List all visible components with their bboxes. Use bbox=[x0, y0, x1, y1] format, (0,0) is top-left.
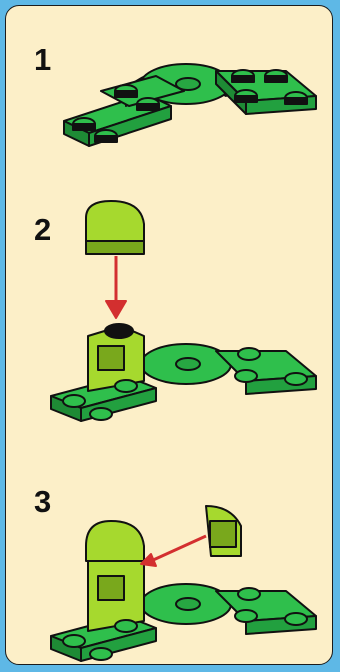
step-2: 2 bbox=[6, 196, 332, 436]
step-3: 3 bbox=[6, 436, 332, 665]
step-1: 1 bbox=[6, 6, 332, 196]
base-plate-illustration bbox=[6, 6, 333, 196]
instructions-panel: 1 bbox=[5, 5, 333, 665]
step-3-illustration bbox=[6, 436, 333, 665]
step-2-illustration bbox=[6, 196, 333, 436]
